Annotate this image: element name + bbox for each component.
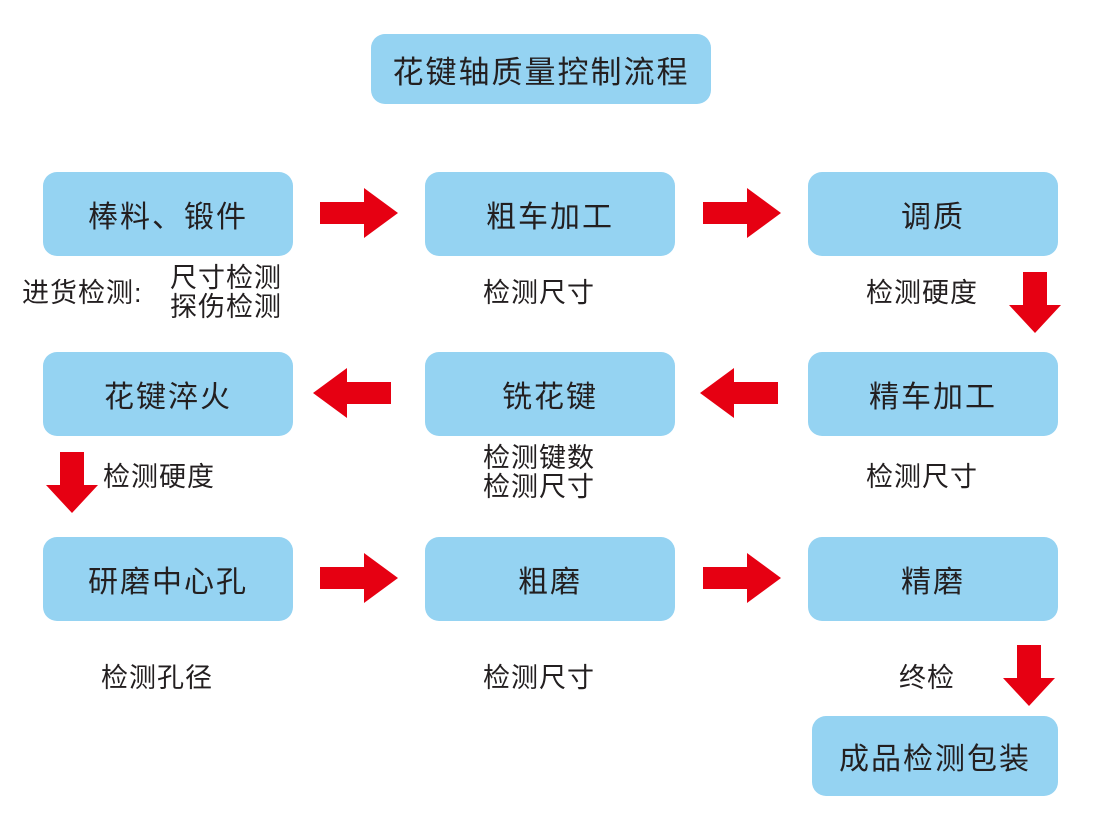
caption-final-check: 终检: [899, 663, 955, 693]
arrow-right-icon-r3-1: [320, 551, 398, 605]
arrow-down-icon-r1: [1008, 272, 1062, 334]
node-grind-center-hole[interactable]: 研磨中心孔: [43, 537, 293, 621]
node-rough-grinding[interactable]: 粗磨: [425, 537, 675, 621]
caption-mill-spline-check1: 检测键数: [483, 443, 595, 473]
caption-spline-quench-check: 检测硬度: [103, 462, 215, 492]
arrow-right-icon-r1-1: [320, 186, 398, 240]
caption-quench-temper-check: 检测硬度: [866, 278, 978, 308]
diagram-title: 花键轴质量控制流程: [371, 34, 711, 104]
arrow-right-icon-r1-2: [703, 186, 781, 240]
caption-mill-spline-checks: 检测键数 检测尺寸: [483, 443, 595, 503]
arrow-left-icon-r2-1: [313, 366, 391, 420]
arrow-right-icon-r3-2: [703, 551, 781, 605]
node-rough-turning[interactable]: 粗车加工: [425, 172, 675, 256]
caption-mill-spline-check2: 检测尺寸: [483, 472, 595, 503]
caption-incoming-checks: 尺寸检测 探伤检测: [170, 263, 282, 323]
caption-fine-turning-check: 检测尺寸: [866, 462, 978, 492]
node-spline-quench[interactable]: 花键淬火: [43, 352, 293, 436]
caption-incoming-label: 进货检测:: [22, 278, 143, 308]
arrow-left-icon-r2-2: [700, 366, 778, 420]
node-fine-grinding[interactable]: 精磨: [808, 537, 1058, 621]
arrow-down-icon-r2: [45, 452, 99, 514]
node-mill-spline[interactable]: 铣花键: [425, 352, 675, 436]
node-bar-forging[interactable]: 棒料、锻件: [43, 172, 293, 256]
caption-incoming-line1: 尺寸检测: [170, 263, 282, 293]
arrow-down-icon-r3: [1002, 645, 1056, 707]
node-final-inspect-package[interactable]: 成品检测包装: [812, 716, 1058, 796]
caption-grind-center-hole-check: 检测孔径: [101, 663, 213, 693]
node-quench-temper[interactable]: 调质: [808, 172, 1058, 256]
caption-incoming-line2: 探伤检测: [170, 292, 282, 323]
caption-rough-grinding-check: 检测尺寸: [483, 663, 595, 693]
node-fine-turning[interactable]: 精车加工: [808, 352, 1058, 436]
caption-rough-turning-check: 检测尺寸: [483, 278, 595, 308]
